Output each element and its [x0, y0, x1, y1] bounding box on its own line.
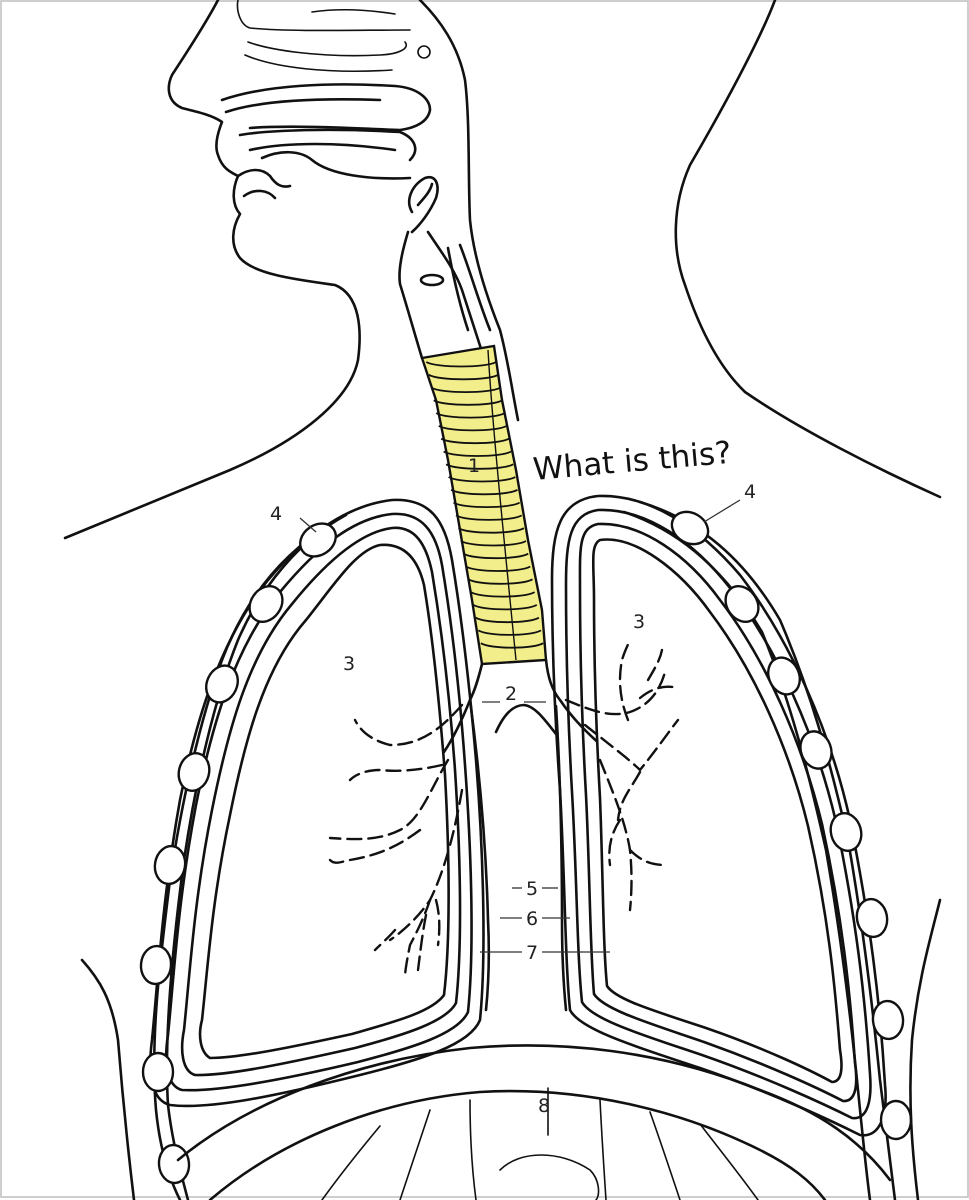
torso-sides: [80, 898, 942, 1200]
trachea-ring: [460, 540, 527, 547]
trachea-ring: [470, 591, 536, 598]
trachea-ring: [425, 361, 497, 368]
label-4-left: 4: [270, 503, 282, 525]
trachea-ring: [438, 425, 508, 432]
oral-cavity: [236, 150, 492, 332]
trachea-seam: [487, 349, 517, 661]
trachea-ring: [462, 552, 529, 560]
label-6: 6: [526, 908, 538, 930]
left-ribs: [139, 513, 348, 1200]
diaphragm: [176, 1044, 892, 1200]
trachea-ring: [445, 463, 514, 470]
head-outline: [63, 0, 942, 540]
trachea-ring: [480, 642, 544, 649]
question-annotation: What is this?: [532, 435, 733, 488]
right-bronchial-tree: [564, 638, 680, 912]
mediastinum-lines: [468, 698, 568, 1012]
label-4-right: 4: [744, 481, 756, 503]
label-3-left: 3: [343, 653, 355, 675]
nasal-cavity: [220, 0, 432, 162]
trachea-ring: [465, 565, 531, 572]
trachea-ring: [472, 604, 538, 611]
trachea-ring: [435, 412, 506, 419]
larynx: [398, 230, 486, 360]
trachea-ring: [443, 450, 512, 457]
label-5: 5: [526, 878, 538, 900]
label-8: 8: [538, 1095, 550, 1117]
trachea-ring: [477, 629, 542, 636]
trachea-ring: [440, 437, 510, 445]
label-7: 7: [526, 942, 538, 964]
left-lung: [149, 498, 485, 1108]
trachea-ring: [428, 373, 499, 381]
trachea-highlighted: [420, 344, 548, 666]
trachea-ring: [467, 578, 533, 585]
trachea-ring: [430, 386, 501, 393]
right-ribs: [622, 500, 913, 1200]
label-3-right: 3: [633, 611, 645, 633]
label-1: 1: [468, 455, 480, 477]
left-bronchial-tree: [328, 703, 464, 977]
trachea-ring: [453, 501, 521, 508]
trachea-ring: [448, 476, 516, 483]
trachea-ring: [450, 488, 518, 496]
label-2: 2: [505, 683, 517, 705]
trachea-ring: [458, 527, 525, 534]
labels: 1 2 3 3 4 4 5 6 7 8: [270, 455, 756, 1117]
trachea-ring: [475, 616, 540, 624]
trachea-ring: [433, 399, 503, 406]
trachea-ring: [455, 514, 523, 521]
leader-lines: [299, 499, 741, 953]
